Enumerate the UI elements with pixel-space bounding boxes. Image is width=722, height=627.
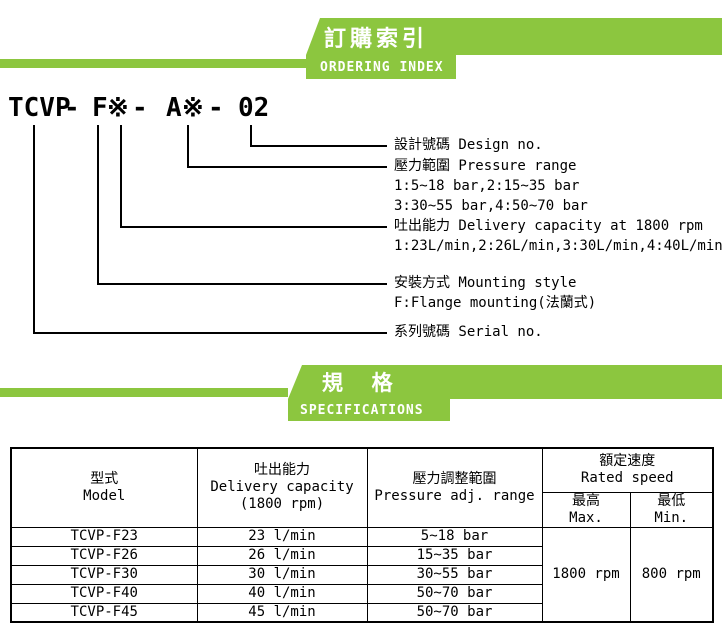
header-line: Model (83, 487, 126, 504)
callout-design-no: 設計號碼 Design no. (394, 135, 543, 155)
code-token-a: A (166, 93, 182, 123)
cell-delivery: 23 l/min (196, 526, 368, 547)
header-pressure-range: 壓力調整範圍 Pressure adj. range (366, 447, 543, 528)
cell-delivery: 26 l/min (196, 545, 368, 566)
cell-pressure: 15~35 bar (366, 545, 543, 566)
connector-delivery-capacity (120, 125, 387, 228)
cell-pressure: 5~18 bar (366, 526, 543, 547)
header-line: 額定速度 (599, 453, 656, 470)
callout-line: 設計號碼 Design no. (394, 137, 543, 153)
code-token-capacity-mark: ※ (107, 93, 129, 123)
ordering-banner-title-en: ORDERING INDEX (306, 55, 456, 79)
header-line: 吐出能力 (254, 462, 310, 479)
ordering-code-diagram: TCVP - F ※ - A ※ - 02 設計號碼 Design no. 壓力… (0, 85, 722, 365)
cell-pressure: 50~70 bar (366, 583, 543, 604)
table-row: TCVP-F45 45 l/min 50~70 bar (10, 602, 713, 623)
table-row: TCVP-F40 40 l/min 50~70 bar (10, 583, 713, 604)
specifications-banner-title-en: SPECIFICATIONS (288, 399, 450, 421)
callout-line: 吐出能力 Delivery capacity at 1800 rpm (394, 218, 703, 234)
header-line: Pressure adj. range (374, 487, 535, 504)
connector-pressure-range (187, 125, 387, 168)
cell-pressure: 50~70 bar (366, 602, 543, 623)
header-max: 最高 Max. (541, 491, 631, 528)
cell-rated-speed-max: 1800 rpm (541, 526, 631, 623)
code-token-mounting: F (92, 93, 108, 123)
cell-model: TCVP-F26 (10, 545, 198, 566)
callout-line: 3:30~55 bar,4:50~70 bar (394, 198, 588, 214)
cell-delivery: 40 l/min (196, 583, 368, 604)
connector-serial-no (33, 125, 387, 334)
callout-mounting-style: 安裝方式 Mounting style F:Flange mounting(法蘭… (394, 273, 596, 313)
code-token-series: TCVP (8, 93, 71, 123)
connector-design-no (250, 125, 387, 147)
cell-delivery: 30 l/min (196, 564, 368, 585)
table-row: TCVP-F23 23 l/min 5~18 bar 1800 rpm 800 … (10, 526, 714, 623)
header-line: 型式 (90, 470, 119, 487)
header-min: 最低 Min. (629, 491, 714, 528)
specifications-banner-line (0, 388, 288, 397)
cell-pressure: 30~55 bar (366, 564, 543, 585)
header-line: Max. (569, 509, 603, 526)
spec-table: 型式 Model 吐出能力 Delivery capacity (1800 rp… (10, 447, 714, 623)
callout-line: 安裝方式 Mounting style (394, 275, 577, 291)
code-token-dash: - (208, 93, 224, 123)
callout-line: 1:23L/min,2:26L/min,3:30L/min,4:40L/min (394, 238, 722, 254)
header-line: 最低 (657, 492, 686, 509)
header-line: Min. (654, 509, 689, 526)
cell-model: TCVP-F23 (10, 526, 198, 547)
header-rated-speed: 額定速度 Rated speed (541, 447, 714, 493)
header-line: Rated speed (580, 470, 674, 487)
cell-rated-speed-min: 800 rpm (629, 526, 714, 623)
spec-table-section: 型式 Model 吐出能力 Delivery capacity (1800 rp… (10, 447, 714, 623)
code-token-pressure-mark: ※ (182, 93, 204, 123)
cell-delivery: 45 l/min (196, 602, 368, 623)
callout-line: 1:5~18 bar,2:15~35 bar (394, 178, 580, 194)
code-token-design-no: 02 (238, 93, 270, 123)
callout-serial-no: 系列號碼 Serial no. (394, 322, 543, 342)
table-row: TCVP-F30 30 l/min 30~55 bar (10, 564, 713, 585)
header-line: 最高 (572, 492, 600, 509)
header-delivery-capacity: 吐出能力 Delivery capacity (1800 rpm) (196, 447, 368, 528)
header-line: Delivery capacity (210, 479, 354, 496)
ordering-banner-line (0, 59, 306, 68)
ordering-banner-title-zh: 訂購索引 (306, 18, 722, 55)
code-token-dash: - (132, 93, 148, 123)
header-model: 型式 Model (10, 447, 198, 528)
callout-delivery-capacity: 吐出能力 Delivery capacity at 1800 rpm 1:23L… (394, 216, 722, 256)
specifications-banner-title-zh: 規 格 (288, 365, 722, 399)
callout-line: F:Flange mounting(法蘭式) (394, 295, 597, 311)
header-line: (1800 rpm) (239, 496, 325, 513)
callout-line: 壓力範圍 Pressure range (394, 158, 577, 174)
callout-pressure-range: 壓力範圍 Pressure range 1:5~18 bar,2:15~35 b… (394, 156, 588, 216)
connector-mounting-style (97, 125, 387, 285)
code-token-dash: - (64, 93, 80, 123)
cell-model: TCVP-F45 (10, 602, 198, 623)
header-line: 壓力調整範圍 (412, 470, 497, 487)
cell-model: TCVP-F40 (10, 583, 198, 604)
callout-line: 系列號碼 Serial no. (394, 324, 543, 340)
cell-model: TCVP-F30 (10, 564, 198, 585)
